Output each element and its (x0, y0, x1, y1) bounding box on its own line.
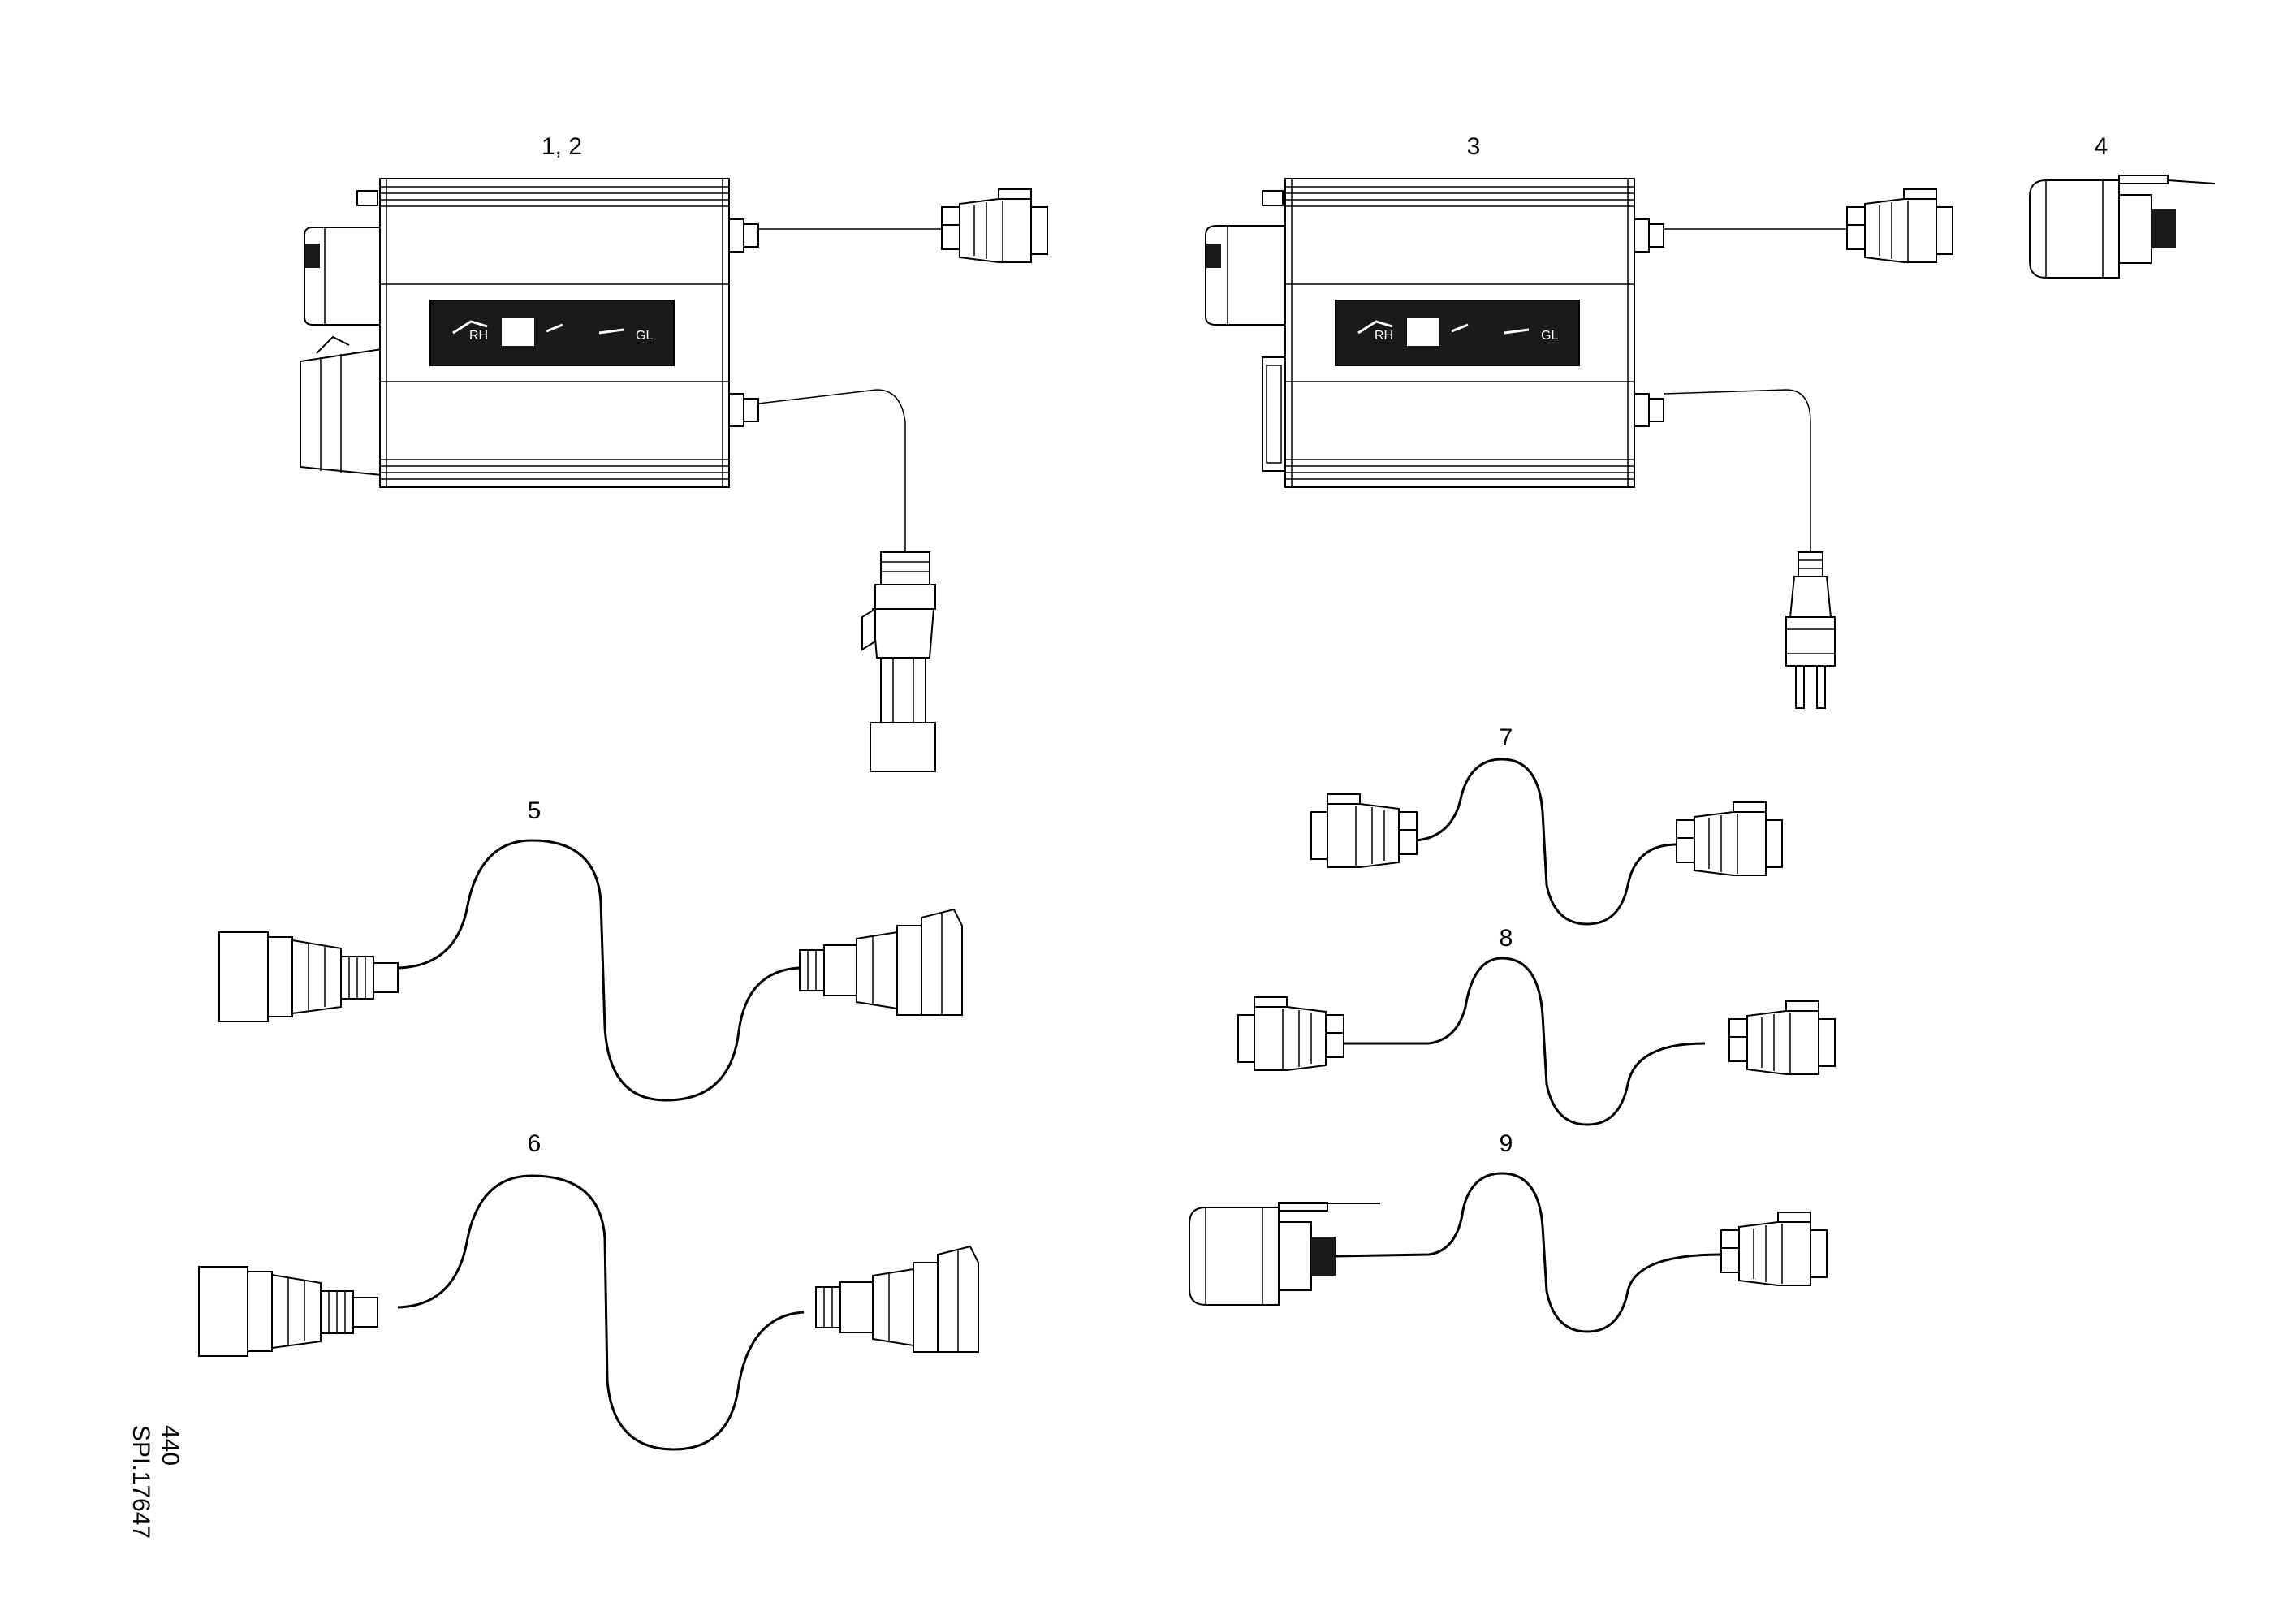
item-label-8: 8 (1500, 925, 1513, 952)
item-9-connector (1189, 1202, 1336, 1306)
item-1-2-assembly: 1, 2 (300, 133, 1048, 772)
item-label-9: 9 (1500, 1130, 1513, 1157)
item-label-4: 4 (2095, 133, 2108, 160)
item-3-assembly: 3 (1205, 133, 1953, 709)
item-9-cable (1335, 1172, 1722, 1333)
item-4-assembly: 4 (2029, 133, 2216, 279)
item-8-assembly: 8 (1237, 925, 1836, 1126)
item-1-2-coupler (941, 188, 1048, 263)
item-3-side-socket-top (1205, 190, 1288, 326)
item-5-assembly: 5 (218, 797, 963, 1102)
item-label-6: 6 (528, 1130, 542, 1157)
item-1-2-panel-legend: RH GL (469, 329, 713, 353)
item-3-cable-bottom (1663, 389, 1811, 552)
item-6-cee-plug (198, 1266, 378, 1357)
item-label-1-2: 1, 2 (542, 133, 582, 160)
item-8-cable (1344, 957, 1706, 1126)
item-5-cee-socket (799, 909, 963, 1016)
panel-right-text: GL (1541, 329, 1559, 343)
item-4-connector (2029, 175, 2177, 279)
panel-left-text: RH (469, 329, 489, 343)
item-6-cee-socket (815, 1246, 979, 1353)
item-3-side-plate (1262, 356, 1286, 472)
item-6-assembly: 6 (198, 1130, 979, 1451)
item-label-5: 5 (528, 797, 542, 824)
reference-block: 440 SPI.17647 (127, 1425, 180, 1539)
item-7-coupler-right (1676, 801, 1783, 876)
item-9-assembly: 9 (1189, 1130, 1828, 1333)
panel-left-text: RH (1375, 329, 1394, 343)
item-7-cable (1416, 758, 1677, 926)
item-label-3: 3 (1467, 133, 1481, 160)
reference-code: SPI.17647 (127, 1425, 154, 1539)
item-6-cable (397, 1174, 805, 1451)
item-label-7: 7 (1500, 724, 1513, 751)
item-8-coupler-right (1728, 1000, 1836, 1075)
item-5-cee-plug (218, 931, 399, 1022)
item-5-cable (397, 839, 801, 1102)
item-7-assembly: 7 (1310, 724, 1783, 926)
reference-number: 440 (157, 1425, 180, 1466)
item-7-coupler-left (1310, 793, 1418, 868)
panel-right-text: GL (636, 329, 654, 343)
item-1-2-side-socket-bottom (300, 335, 382, 477)
item-1-2-cee-plug (861, 551, 936, 772)
item-3-schuko-plug (1785, 551, 1836, 709)
item-1-2-side-socket-top (304, 190, 382, 326)
item-8-coupler-left (1237, 996, 1344, 1071)
item-1-2-cable-bottom (757, 389, 906, 552)
item-3-coupler (1846, 188, 1953, 263)
item-9-coupler (1720, 1212, 1828, 1286)
item-3-panel-legend: RH GL (1375, 329, 1618, 353)
